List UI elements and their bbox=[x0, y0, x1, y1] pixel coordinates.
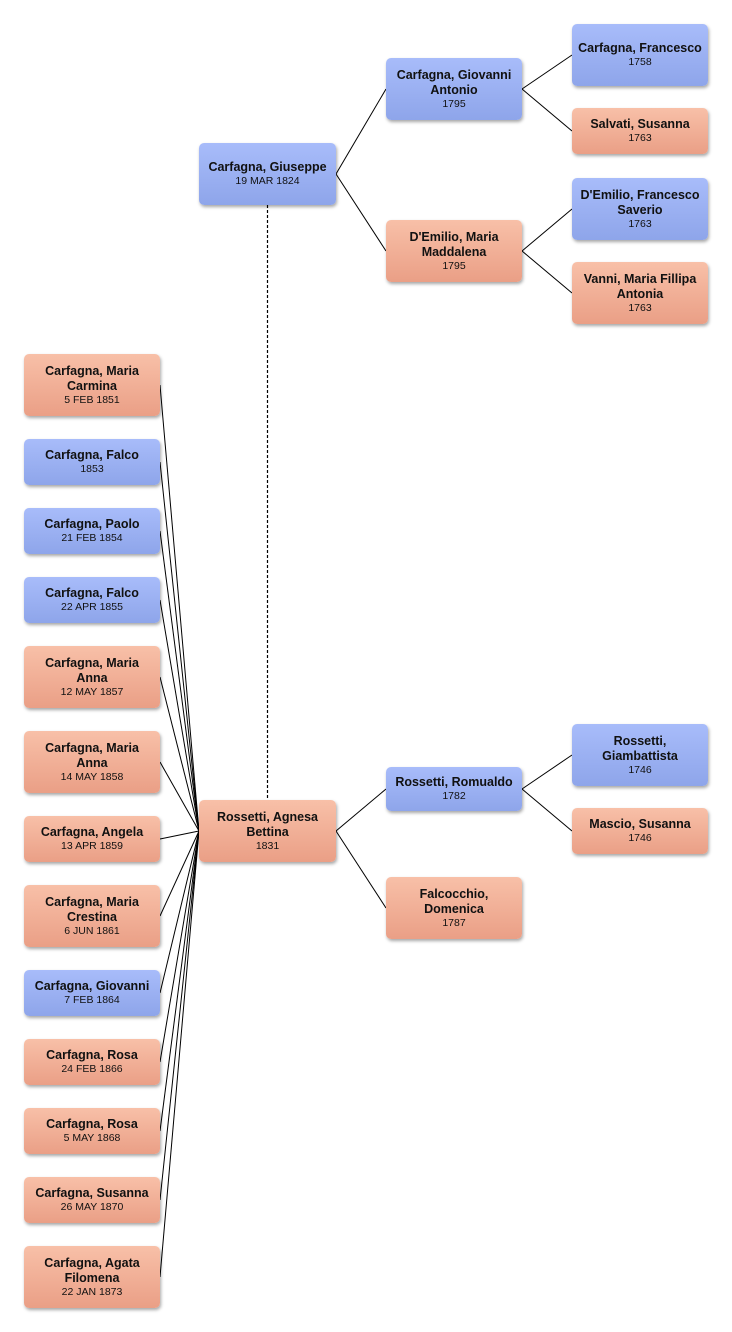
person-name: Carfagna, Maria Crestina bbox=[45, 894, 139, 924]
person-date: 7 FEB 1864 bbox=[64, 994, 120, 1006]
person-name: Carfagna, Angela bbox=[40, 825, 144, 839]
person-child[interactable]: Carfagna, Falco 1853 bbox=[24, 439, 160, 485]
ancestor-connector bbox=[335, 173, 387, 252]
person-date: 1795 bbox=[442, 259, 466, 272]
person-date: 19 MAR 1824 bbox=[235, 175, 300, 187]
person-great-grandparent[interactable]: Vanni, Maria Fillipa Antonia 1763 bbox=[572, 262, 708, 324]
person-child[interactable]: Carfagna, Paolo 21 FEB 1854 bbox=[24, 508, 160, 554]
ancestor-connector bbox=[521, 788, 573, 832]
person-name: Carfagna, Falco bbox=[45, 448, 139, 462]
person-name: Carfagna, Falco bbox=[45, 586, 139, 600]
person-great-grandparent[interactable]: Rossetti, Giambattista 1746 bbox=[572, 724, 708, 786]
person-paternal-grandfather[interactable]: Carfagna, Giovanni Antonio 1795 bbox=[386, 58, 522, 120]
person-name: Carfagna, Paolo bbox=[44, 517, 140, 531]
person-name: Carfagna, Rosa bbox=[46, 1117, 138, 1131]
person-child[interactable]: Carfagna, Rosa 5 MAY 1868 bbox=[24, 1108, 160, 1154]
person-great-grandparent[interactable]: Salvati, Susanna 1763 bbox=[572, 108, 708, 154]
person-name: Carfagna, Susanna bbox=[35, 1186, 149, 1200]
person-child[interactable]: Carfagna, Maria Anna 12 MAY 1857 bbox=[24, 646, 160, 708]
child-connector bbox=[159, 830, 200, 1063]
person-date: 6 JUN 1861 bbox=[64, 924, 120, 937]
person-name: Carfagna, Giovanni Antonio bbox=[396, 67, 512, 97]
ancestor-connector bbox=[521, 754, 573, 790]
person-date: 13 APR 1859 bbox=[61, 840, 123, 852]
person-date: 22 APR 1855 bbox=[61, 601, 123, 613]
person-great-grandparent[interactable]: Mascio, Susanna 1746 bbox=[572, 808, 708, 854]
ancestor-connector bbox=[335, 830, 387, 909]
person-date: 1831 bbox=[255, 839, 280, 852]
person-name: Carfagna, Maria Anna bbox=[45, 655, 139, 685]
person-date: 12 MAY 1857 bbox=[60, 685, 124, 698]
person-child[interactable]: Carfagna, Angela 13 APR 1859 bbox=[24, 816, 160, 862]
person-date: 1763 bbox=[628, 132, 652, 144]
person-date: 26 MAY 1870 bbox=[60, 1201, 124, 1213]
person-date: 24 FEB 1866 bbox=[61, 1063, 123, 1075]
person-date: 1746 bbox=[628, 832, 652, 844]
person-date: 1758 bbox=[628, 56, 652, 68]
person-child[interactable]: Carfagna, Maria Anna 14 MAY 1858 bbox=[24, 731, 160, 793]
person-name: Carfagna, Rosa bbox=[46, 1048, 138, 1062]
person-name: Rossetti, Agnesa Bettina bbox=[217, 809, 318, 839]
person-name: D'Emilio, Maria Maddalena bbox=[409, 229, 499, 259]
child-connector bbox=[159, 830, 200, 1132]
person-child[interactable]: Carfagna, Agata Filomena 22 JAN 1873 bbox=[24, 1246, 160, 1308]
person-date: 22 JAN 1873 bbox=[61, 1285, 123, 1298]
child-connector bbox=[159, 830, 200, 840]
ancestor-connector bbox=[335, 88, 387, 175]
person-name: Carfagna, Giuseppe bbox=[208, 160, 327, 174]
person-date: 1763 bbox=[628, 301, 652, 314]
person-date: 1787 bbox=[442, 916, 466, 929]
person-date: 14 MAY 1858 bbox=[60, 770, 124, 783]
child-connector bbox=[159, 384, 200, 832]
person-name: Carfagna, Giovanni bbox=[34, 979, 150, 993]
ancestor-connector bbox=[521, 88, 573, 132]
person-date: 5 FEB 1851 bbox=[64, 393, 120, 406]
child-connector bbox=[159, 761, 200, 832]
ancestor-connector bbox=[521, 250, 573, 294]
person-child[interactable]: Carfagna, Maria Carmina 5 FEB 1851 bbox=[24, 354, 160, 416]
person-maternal-grandfather[interactable]: Rossetti, Romualdo 1782 bbox=[386, 767, 522, 811]
person-child[interactable]: Carfagna, Giovanni 7 FEB 1864 bbox=[24, 970, 160, 1016]
person-name: Rossetti, Romualdo bbox=[395, 775, 513, 789]
person-paternal-grandmother[interactable]: D'Emilio, Maria Maddalena 1795 bbox=[386, 220, 522, 282]
child-connector bbox=[159, 830, 200, 1278]
ancestor-connector bbox=[335, 788, 387, 832]
person-father[interactable]: Carfagna, Giuseppe 19 MAR 1824 bbox=[199, 143, 336, 205]
person-great-grandparent[interactable]: D'Emilio, Francesco Saverio 1763 bbox=[572, 178, 708, 240]
child-connector bbox=[159, 461, 200, 832]
person-date: 21 FEB 1854 bbox=[61, 532, 123, 544]
person-child[interactable]: Carfagna, Rosa 24 FEB 1866 bbox=[24, 1039, 160, 1085]
ancestor-connector bbox=[521, 54, 573, 90]
person-name: Carfagna, Maria Anna bbox=[45, 740, 139, 770]
person-date: 1853 bbox=[80, 463, 104, 475]
person-name: Rossetti, Giambattista bbox=[602, 733, 678, 763]
person-child[interactable]: Carfagna, Falco 22 APR 1855 bbox=[24, 577, 160, 623]
person-date: 5 MAY 1868 bbox=[63, 1132, 121, 1144]
child-connector bbox=[159, 830, 200, 1201]
child-connector bbox=[159, 830, 200, 917]
person-name: Falcocchio, Domenica bbox=[419, 886, 489, 916]
person-child[interactable]: Carfagna, Susanna 26 MAY 1870 bbox=[24, 1177, 160, 1223]
person-date: 1795 bbox=[442, 97, 466, 110]
person-child[interactable]: Carfagna, Maria Crestina 6 JUN 1861 bbox=[24, 885, 160, 947]
ancestor-connector bbox=[521, 208, 573, 252]
person-name: Vanni, Maria Fillipa Antonia bbox=[583, 271, 697, 301]
person-great-grandparent[interactable]: Carfagna, Francesco 1758 bbox=[572, 24, 708, 86]
person-name: Mascio, Susanna bbox=[589, 817, 691, 831]
person-mother[interactable]: Rossetti, Agnesa Bettina 1831 bbox=[199, 800, 336, 862]
child-connector bbox=[159, 599, 200, 832]
person-date: 1782 bbox=[442, 790, 466, 802]
person-name: Carfagna, Agata Filomena bbox=[44, 1255, 140, 1285]
person-name: D'Emilio, Francesco Saverio bbox=[580, 187, 700, 217]
person-date: 1746 bbox=[628, 763, 652, 776]
child-connector bbox=[159, 676, 200, 832]
child-connector bbox=[159, 830, 200, 994]
person-date: 1763 bbox=[628, 217, 652, 230]
person-maternal-grandmother[interactable]: Falcocchio, Domenica 1787 bbox=[386, 877, 522, 939]
person-name: Salvati, Susanna bbox=[590, 117, 690, 131]
person-name: Carfagna, Francesco bbox=[578, 41, 702, 55]
child-connector bbox=[159, 530, 200, 832]
person-name: Carfagna, Maria Carmina bbox=[45, 363, 139, 393]
